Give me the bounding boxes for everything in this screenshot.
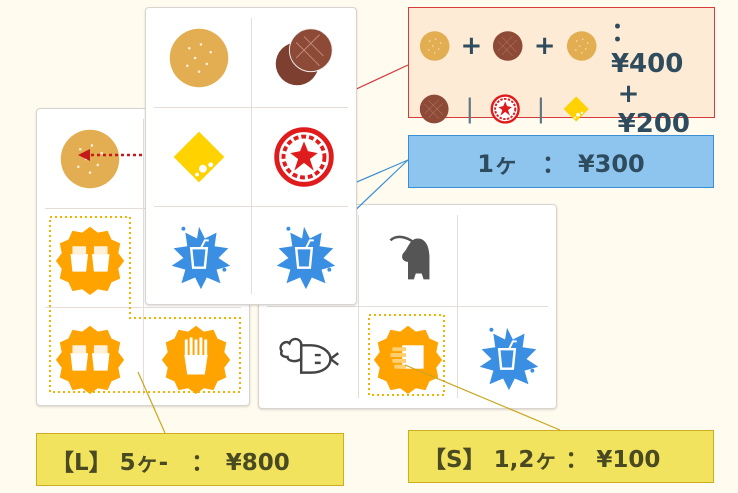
grid-cell [37, 307, 143, 406]
grid-cell [259, 306, 358, 407]
fries-icon [157, 318, 235, 396]
divider: | [465, 94, 475, 124]
bun-icon [562, 26, 601, 66]
patty-double-icon [265, 19, 343, 97]
grid-cell [37, 109, 143, 208]
grid-cell [143, 307, 249, 406]
drink-icon [265, 217, 343, 295]
cell-divider [267, 306, 548, 307]
extras-price: +¥200 [617, 79, 691, 139]
tomato-icon [486, 89, 524, 129]
bun-icon [415, 26, 454, 66]
bun-icon [51, 120, 129, 198]
fries-double-icon [51, 219, 129, 297]
grid-cell [146, 107, 251, 206]
small-fries-price-text: 【S】 1,2ヶ ： ¥100 [423, 446, 661, 473]
mouse-icon [369, 217, 447, 295]
tomato-icon [265, 118, 343, 196]
cell-divider [154, 107, 348, 108]
cell-divider [45, 208, 241, 209]
grid-cell [358, 205, 457, 306]
combo-row-burger: + + ：¥400 [415, 12, 708, 79]
drink-price-callout: 1ヶ ： ¥300 [408, 135, 714, 188]
fries-double-icon [51, 318, 129, 396]
chef-icon [270, 318, 348, 396]
combo-price-callout: + + ：¥400 | | +¥200 [408, 7, 715, 139]
fries-box-icon [369, 318, 447, 396]
cell-divider [45, 307, 241, 308]
grid-cell [251, 206, 356, 305]
large-fries-price-text: 【L】 5ヶ- ： ¥800 [51, 449, 290, 476]
grid-cell [37, 208, 143, 307]
cell-divider [251, 18, 252, 294]
divider: | [536, 94, 546, 124]
grid-cell [457, 306, 556, 407]
cell-divider [143, 119, 144, 395]
drink-price-text: 1ヶ ： ¥300 [477, 150, 645, 178]
cheese-icon [160, 118, 238, 196]
grid-cell [146, 206, 251, 305]
plus-sign: + [533, 30, 556, 61]
patty-icon [415, 89, 453, 129]
grid-cell [251, 8, 356, 107]
grid-cell [251, 107, 356, 206]
drink-icon [468, 318, 546, 396]
burger-price: ：¥400 [610, 18, 684, 79]
cheese-icon [557, 89, 595, 129]
grid-cell [358, 306, 457, 407]
combo-row-extras: | | +¥200 [415, 79, 708, 139]
cell-divider [154, 206, 348, 207]
drink-icon [160, 217, 238, 295]
bun-icon [160, 19, 238, 97]
ingredient-panel-top [145, 7, 357, 305]
plus-sign: + [460, 30, 483, 61]
patty-icon [488, 26, 527, 66]
large-fries-price-callout: 【L】 5ヶ- ： ¥800 [36, 433, 344, 486]
grid-cell [146, 8, 251, 107]
small-fries-price-callout: 【S】 1,2ヶ ： ¥100 [408, 430, 714, 483]
